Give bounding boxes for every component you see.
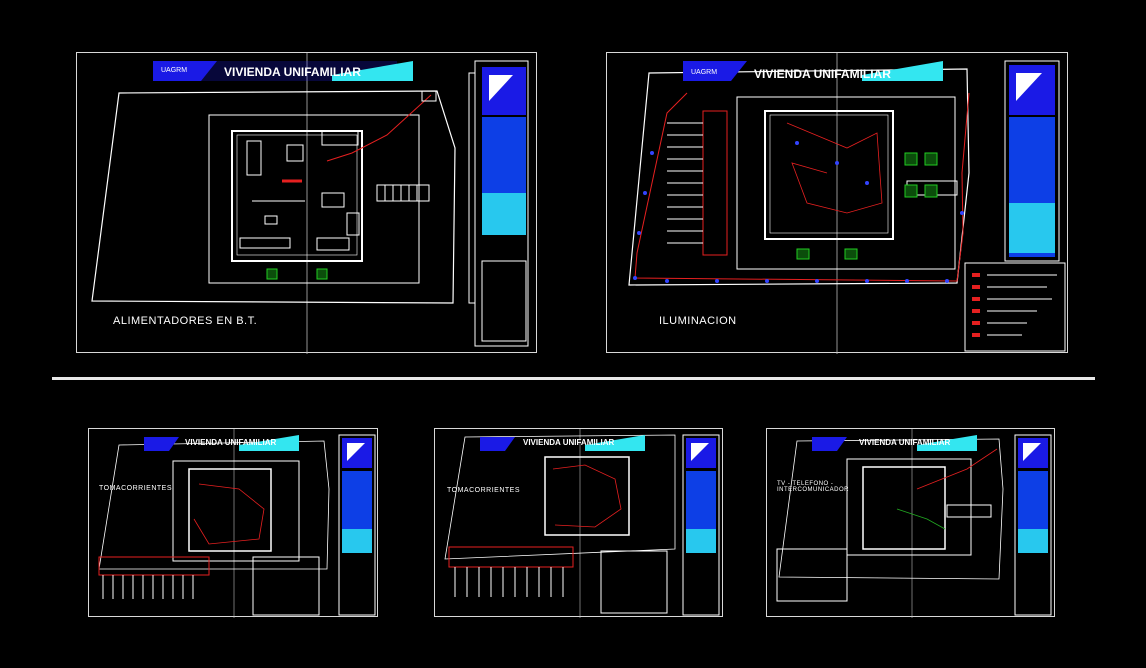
sheet-title: VIVIENDA UNIFAMILIAR	[185, 438, 277, 447]
sheet-title: VIVIENDA UNIFAMILIAR	[754, 67, 891, 81]
section-divider	[52, 377, 1095, 380]
drawing-sheet-iluminacion: UAGRM VIVIENDA UNIFAMILIAR ILUMINACION	[606, 52, 1068, 354]
floor-plan-tv-telefono	[776, 429, 1052, 618]
floor-plan-alimentadores	[91, 53, 529, 354]
plan-label: TOMACORRIENTES	[99, 485, 172, 492]
sheet-title: VIVIENDA UNIFAMILIAR	[523, 438, 615, 447]
sheet-title: VIVIENDA UNIFAMILIAR	[859, 438, 951, 447]
plan-label: TV - TELEFONO - INTERCOMUNICADOR	[777, 481, 849, 493]
drawing-sheet-tomacorrientes-2: VIVIENDA UNIFAMILIAR TOMACORRIENTES	[434, 428, 723, 618]
plan-label: ALIMENTADORES EN B.T.	[113, 315, 258, 327]
drawing-sheet-tomacorrientes-1: VIVIENDA UNIFAMILIAR TOMACORRIENTES	[88, 428, 378, 618]
sheet-title: VIVIENDA UNIFAMILIAR	[224, 65, 361, 79]
sheet-code: UAGRM	[161, 67, 188, 74]
floor-plan-tomacorrientes-1	[98, 429, 376, 618]
plan-label: TOMACORRIENTES	[447, 487, 520, 494]
drawing-sheet-alimentadores: UAGRM VIVIENDA UNIFAMILIAR ALIMENTADORES…	[76, 52, 537, 354]
plan-label: ILUMINACION	[659, 315, 737, 327]
drawing-sheet-tv-telefono: VIVIENDA UNIFAMILIAR TV - TELEFONO - INT…	[766, 428, 1055, 618]
floor-plan-tomacorrientes-2	[444, 429, 720, 618]
floor-plan-iluminacion	[628, 53, 1066, 354]
sheet-code: UAGRM	[691, 69, 718, 76]
